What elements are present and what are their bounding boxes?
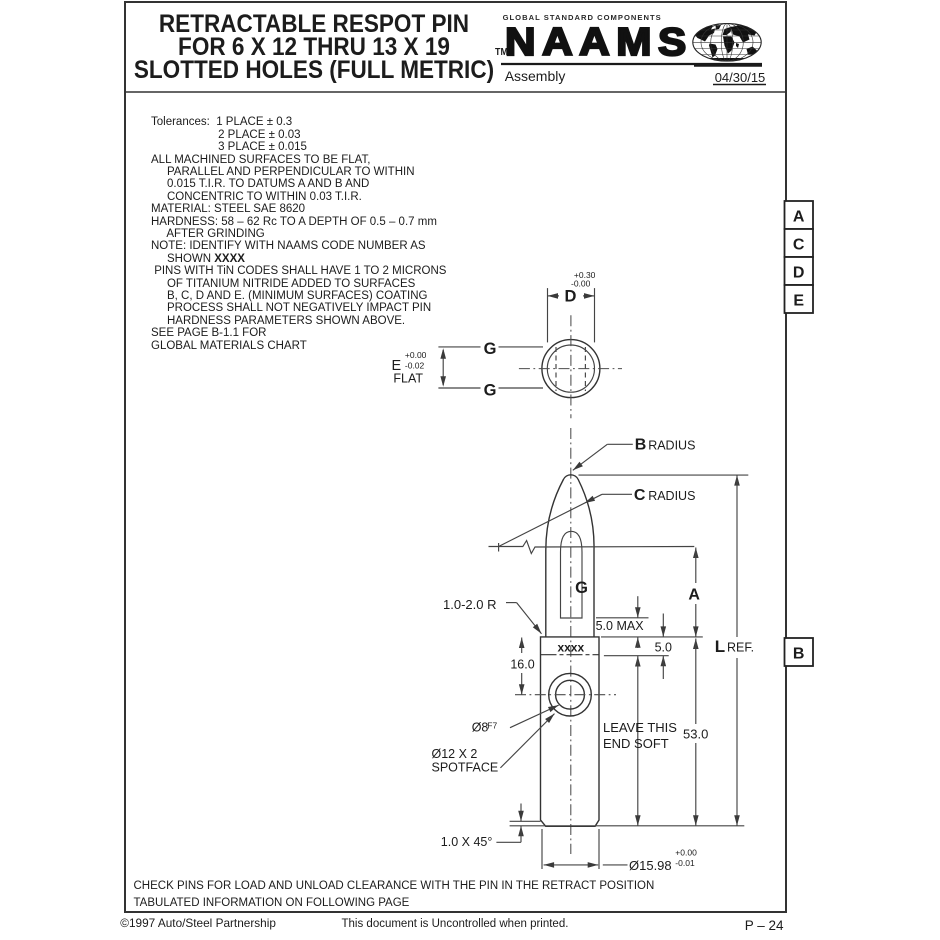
svg-text:A: A [688, 586, 700, 603]
svg-text:E: E [793, 293, 804, 310]
svg-text:RADIUS: RADIUS [648, 438, 695, 452]
svg-text:-0.00: -0.00 [571, 279, 591, 289]
svg-text:+0.30: +0.30 [574, 270, 596, 280]
svg-text:C: C [634, 487, 646, 504]
svg-text:F7: F7 [487, 721, 497, 731]
svg-text:E: E [392, 358, 402, 374]
svg-text:REF.: REF. [727, 641, 754, 655]
svg-text:53.0: 53.0 [683, 726, 708, 741]
svg-text:5.0 MAX: 5.0 MAX [596, 619, 645, 633]
svg-text:RADIUS: RADIUS [648, 489, 695, 503]
svg-text:SPOTFACE: SPOTFACE [432, 761, 499, 775]
svg-text:B: B [793, 646, 805, 663]
svg-text:5.0: 5.0 [655, 640, 672, 654]
svg-text:D: D [565, 288, 577, 306]
svg-text:1.0 X 45°: 1.0 X 45° [441, 835, 493, 849]
svg-text:1.0-2.0 R: 1.0-2.0 R [443, 597, 496, 612]
svg-text:xxxx: xxxx [557, 640, 584, 654]
svg-text:Ø15.98: Ø15.98 [629, 858, 672, 873]
svg-text:Ø12 X 2: Ø12 X 2 [432, 747, 478, 761]
svg-text:+0.00: +0.00 [405, 350, 427, 360]
svg-text:FLAT: FLAT [393, 372, 423, 386]
svg-text:G: G [484, 382, 497, 400]
svg-text:B: B [635, 437, 647, 454]
svg-text:C: C [793, 237, 805, 254]
svg-text:END SOFT: END SOFT [603, 736, 669, 751]
svg-text:-0.01: -0.01 [675, 858, 695, 868]
svg-text:+0.00: +0.00 [675, 848, 697, 858]
svg-text:LEAVE THIS: LEAVE THIS [603, 720, 677, 735]
svg-text:-0.02: -0.02 [405, 360, 425, 370]
svg-text:G: G [484, 340, 497, 358]
svg-text:16.0: 16.0 [510, 658, 534, 672]
svg-text:Ø8: Ø8 [472, 721, 489, 735]
svg-text:D: D [793, 265, 805, 282]
svg-text:G: G [575, 579, 588, 597]
svg-text:L: L [715, 637, 725, 656]
svg-text:A: A [793, 209, 805, 226]
